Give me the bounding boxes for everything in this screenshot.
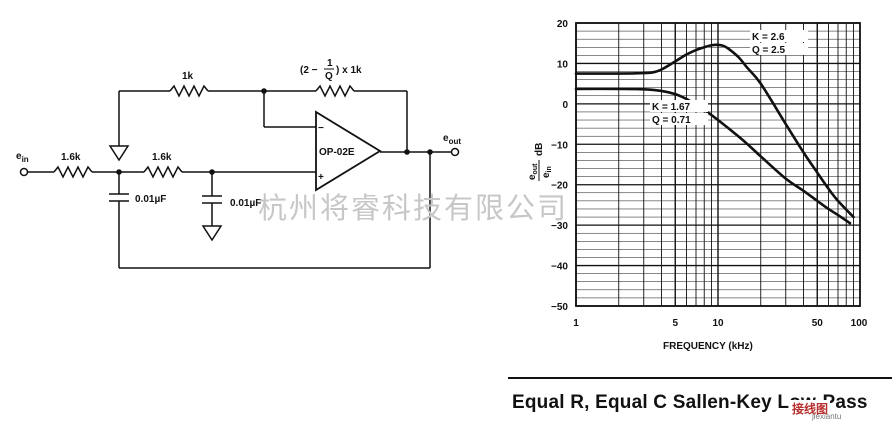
x-tick-label: 5 <box>672 318 678 329</box>
ground-symbol-upper <box>108 145 130 162</box>
series-annotation: K = 1.67 <box>652 102 691 113</box>
y-axis-denominator: ein <box>541 166 553 178</box>
caption-rule <box>508 377 892 379</box>
y-tick-label: −30 <box>551 221 568 232</box>
resistor-feedback-right-label: (2 − 1 Q ) x 1k <box>300 58 362 82</box>
svg-text:(2 −: (2 − <box>300 65 318 76</box>
y-axis-unit: dB <box>534 143 545 156</box>
resistor-middle-label: 1.6k <box>152 152 172 163</box>
ground-symbol-lower <box>201 225 223 242</box>
svg-text:Q: Q <box>325 71 333 82</box>
opamp-minus-sign: − <box>318 123 324 134</box>
junction-dots <box>116 88 433 175</box>
schematic <box>19 84 460 269</box>
junction-dot <box>116 169 122 175</box>
junction-dot <box>427 149 433 155</box>
y-tick-label: 20 <box>557 19 569 30</box>
series-annotation: K = 2.6 <box>752 32 785 43</box>
x-tick-label: 10 <box>712 318 724 329</box>
annotation-background <box>750 30 808 42</box>
annotation-background <box>750 43 808 55</box>
figure-caption: Equal R, Equal C Sallen-Key Low-Pass <box>512 392 868 413</box>
corner-logo: 接线图 <box>790 400 831 417</box>
y-tick-label: 10 <box>557 59 569 70</box>
junction-dot <box>261 88 267 94</box>
capacitor-2-label: 0.01µF <box>230 198 261 209</box>
resistor-feedback-right <box>315 84 355 98</box>
output-label: eout <box>443 133 461 146</box>
opamp-body <box>315 110 382 192</box>
y-tick-label: −50 <box>551 302 568 313</box>
series-line-1 <box>574 43 855 219</box>
opamp-plus-sign: + <box>318 172 324 183</box>
svg-text:) x 1k: ) x 1k <box>336 65 362 76</box>
annotation-background <box>650 113 708 125</box>
svg-text:1: 1 <box>327 58 333 69</box>
y-tick-label: −40 <box>551 262 568 273</box>
series-line-2 <box>574 87 852 225</box>
capacitor-1-label: 0.01µF <box>135 194 166 205</box>
y-axis-numerator: eout <box>527 163 539 180</box>
junction-dot <box>209 169 215 175</box>
x-tick-label: 100 <box>851 318 868 329</box>
series-annotation: Q = 0.71 <box>652 115 691 126</box>
x-axis-title: FREQUENCY (kHz) <box>663 341 753 352</box>
junction-dot <box>404 149 410 155</box>
watermark: 杭州将睿科技有限公司 <box>258 191 568 225</box>
resistor-feedback-left-label: 1k <box>182 71 194 82</box>
corner-url: jiexiantu <box>812 412 842 421</box>
input-label: ein <box>16 151 29 164</box>
x-tick-label: 1 <box>573 318 579 329</box>
resistor-input <box>53 165 93 179</box>
x-tick-label: 50 <box>812 318 824 329</box>
resistor-input-label: 1.6k <box>61 152 81 163</box>
annotation-background <box>650 100 708 112</box>
input-terminal <box>19 167 29 177</box>
opamp-label: OP-02E <box>319 147 355 158</box>
y-tick-label: −20 <box>551 181 568 192</box>
resistor-middle <box>143 165 183 179</box>
plot-frame <box>575 22 861 307</box>
resistor-feedback-left <box>169 84 209 98</box>
y-tick-label: −10 <box>551 140 568 151</box>
output-terminal <box>450 147 460 157</box>
series-annotation: Q = 2.5 <box>752 45 786 56</box>
y-tick-label: 0 <box>562 100 568 111</box>
